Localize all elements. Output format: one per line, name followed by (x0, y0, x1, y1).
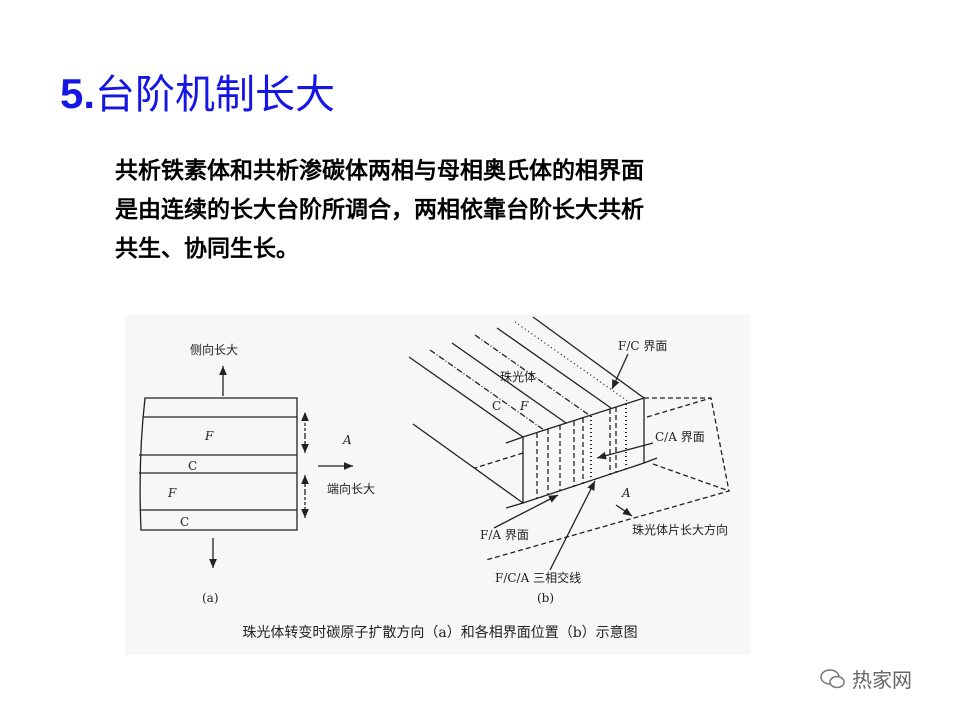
label-triple-line: F/C/A 三相交线 (495, 570, 581, 585)
body-text: 共析铁素体和共析渗碳体两相与母相奥氏体的相界面 是由连续的长大台阶所调合，两相依… (115, 152, 875, 269)
body-line: 共析铁素体和共析渗碳体两相与母相奥氏体的相界面 (115, 158, 644, 184)
slide-title: 5.台阶机制长大 (60, 62, 335, 120)
growth-plane (485, 397, 730, 561)
panel-b-label: (b) (537, 591, 554, 605)
label-C: C (180, 515, 189, 529)
label-fa-interface: F/A 界面 (480, 528, 529, 542)
body-line: 是由连续的长大台阶所调合，两相依靠台阶长大共析 (115, 197, 644, 223)
panel-a-label: (a) (202, 591, 219, 605)
panel-a (139, 366, 353, 568)
title-number: 5. (60, 70, 96, 117)
label-F: F (519, 399, 529, 413)
figure-caption: 珠光体转变时碳原子扩散方向（a）和各相界面位置（b）示意图 (242, 624, 637, 641)
label-F: F (167, 486, 177, 500)
body-line: 共生、协同生长。 (115, 236, 299, 262)
label-C: C (188, 459, 197, 473)
label-end-growth: 端向长大 (327, 481, 375, 496)
label-C: C (492, 399, 501, 413)
label-ca-interface: C/A 界面 (655, 430, 705, 444)
wechat-icon (820, 668, 845, 688)
title-text: 台阶机制长大 (95, 72, 336, 118)
label-growth-direction: 珠光体片长大方向 (632, 522, 728, 537)
label-A: A (342, 433, 352, 447)
label-fc-interface: F/C 界面 (618, 339, 667, 353)
panel-b (408, 316, 730, 571)
lamella-block (139, 397, 298, 531)
watermark: 热家网 (820, 664, 912, 693)
watermark-text: 热家网 (852, 668, 912, 692)
label-lateral-growth: 侧向长大 (190, 342, 238, 357)
label-pearlite: 珠光体 (500, 370, 536, 384)
pearlite-figure (125, 315, 750, 655)
label-A: A (621, 486, 631, 500)
label-F: F (204, 429, 214, 443)
